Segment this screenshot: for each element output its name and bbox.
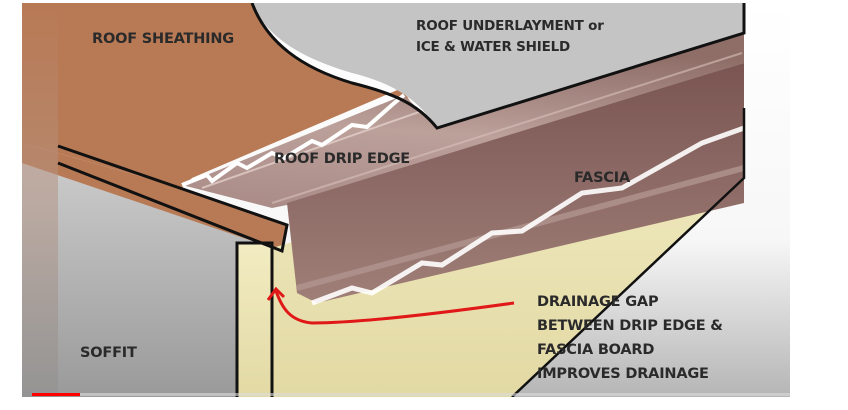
- soffit-area: [22, 143, 272, 397]
- fascia-side: [237, 243, 272, 397]
- roof-sheathing: [22, 3, 417, 188]
- label-roof-sheathing: ROOF SHEATHING: [92, 31, 235, 47]
- left-blur-strip: [22, 3, 58, 397]
- video-frame[interactable]: ROOF SHEATHING ROOF UNDERLAYMENT or ICE …: [22, 3, 790, 397]
- label-underlayment-line2: ICE & WATER SHIELD: [416, 39, 571, 55]
- roof-underlayment: [252, 3, 744, 128]
- label-roof-underlayment: ROOF UNDERLAYMENT or ICE & WATER SHIELD: [416, 16, 604, 58]
- label-roof-drip-edge: ROOF DRIP EDGE: [274, 151, 410, 167]
- label-fascia: FASCIA: [574, 170, 630, 186]
- torn-edge-lower: [311, 125, 745, 306]
- label-drainage-gap-callout: DRAINAGE GAP BETWEEN DRIP EDGE & FASCIA …: [537, 294, 723, 382]
- torn-edge-upper: [181, 93, 406, 187]
- video-progress-bar[interactable]: [32, 393, 790, 396]
- drip-edge-diagram: [22, 3, 790, 397]
- arrow-head-icon: [266, 286, 286, 301]
- drip-edge-face: [287, 63, 744, 303]
- sheathing-edge: [22, 143, 287, 251]
- drainage-arrow: [274, 290, 515, 325]
- label-soffit: SOFFIT: [80, 345, 137, 361]
- video-progress-fill: [32, 393, 80, 396]
- label-underlayment-line1: ROOF UNDERLAYMENT or: [416, 18, 604, 34]
